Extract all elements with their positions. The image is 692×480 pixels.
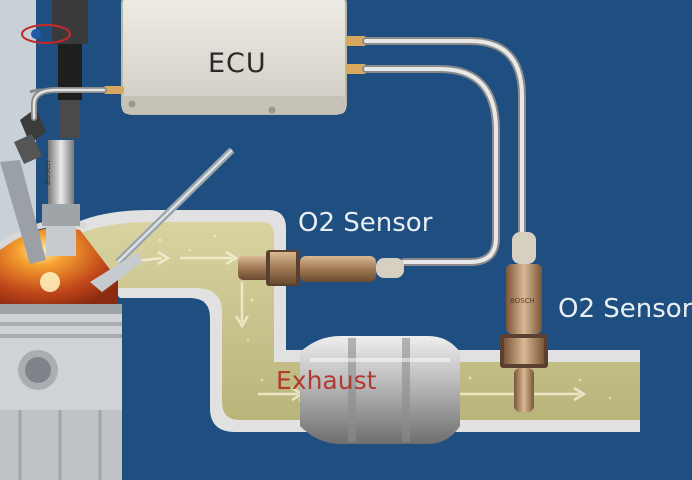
o2-sensor-icon	[238, 250, 404, 286]
ecu-label: ECU	[208, 48, 267, 79]
o2-sensor-icon	[500, 232, 548, 412]
exhaust-gas	[70, 222, 640, 420]
flow-arrows	[127, 250, 587, 402]
piston-icon	[0, 304, 122, 480]
ecu-box	[104, 0, 366, 115]
o2-sensor-label-downstream: O2 Sensor	[558, 294, 692, 324]
catalytic-converter-icon	[300, 336, 460, 444]
sensor-wires	[31, 37, 526, 266]
o2-sensor-label-upstream: O2 Sensor	[298, 208, 433, 238]
exhaust-label: Exhaust	[276, 366, 377, 395]
sensor-brand-mark: BOSCH	[510, 297, 535, 305]
logo-icon	[21, 24, 71, 44]
diagram-drawing	[0, 0, 640, 480]
injector-icon	[0, 88, 59, 264]
spark-plug-brand-mark: BOSCH	[44, 160, 52, 185]
